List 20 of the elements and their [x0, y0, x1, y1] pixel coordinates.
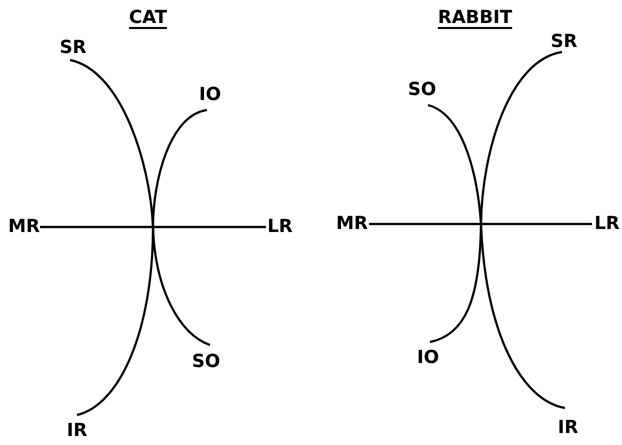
curve-line [76, 108, 208, 416]
axis-line [369, 222, 592, 226]
muscle-label: MR [336, 215, 368, 233]
muscle-label: LR [267, 218, 293, 236]
curve-line [428, 104, 566, 410]
muscle-label: SO [192, 353, 220, 371]
axis-line [40, 226, 266, 228]
muscle-label: IR [66, 422, 88, 440]
muscle-label: SO [408, 81, 436, 99]
panel-heading: CAT [128, 9, 168, 27]
muscle-label: IO [199, 86, 221, 104]
muscle-label: MR [8, 218, 40, 236]
muscle-label: SR [550, 33, 578, 51]
curve-line [70, 58, 210, 346]
muscle-label: LR [594, 215, 620, 233]
curve-line [430, 50, 562, 344]
panel-heading: RABBIT [438, 9, 512, 27]
muscle-label: IR [558, 419, 578, 437]
muscle-label: IO [417, 349, 439, 367]
muscle-label: SR [60, 39, 86, 57]
